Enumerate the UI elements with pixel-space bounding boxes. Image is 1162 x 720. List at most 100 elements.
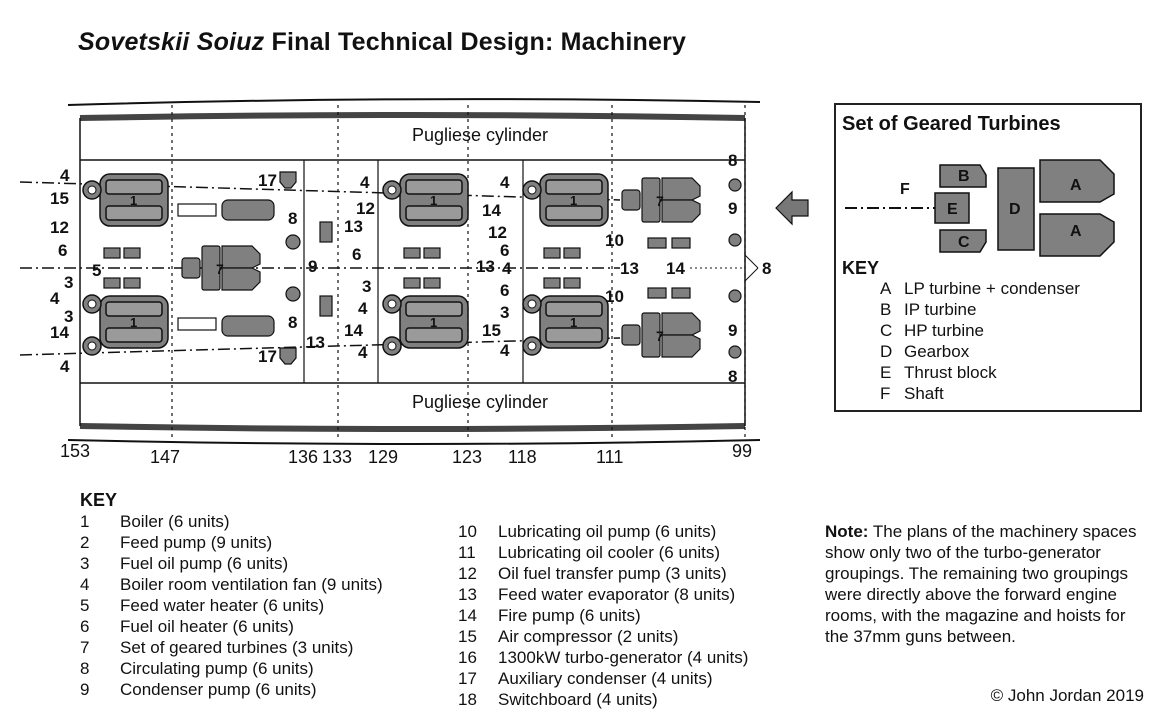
frame-numbers: 153 147 136 133 129 123 118 111 99 (60, 441, 752, 467)
svg-text:4: 4 (358, 299, 368, 318)
svg-text:123: 123 (452, 447, 482, 467)
svg-text:4: 4 (50, 289, 60, 308)
svg-text:136: 136 (288, 447, 318, 467)
inset-pointer-arrow (775, 190, 809, 226)
svg-text:129: 129 (368, 447, 398, 467)
svg-text:8: 8 (728, 367, 737, 386)
svg-text:133: 133 (322, 447, 352, 467)
svg-text:4: 4 (500, 341, 510, 360)
svg-text:12: 12 (50, 218, 69, 237)
auxiliary-equipment (103, 171, 742, 365)
svg-text:6: 6 (500, 241, 509, 260)
note: Note: The plans of the machinery spaces … (825, 521, 1150, 647)
svg-text:13: 13 (344, 217, 363, 236)
svg-text:14: 14 (666, 259, 685, 278)
svg-text:B: B (958, 168, 970, 185)
svg-text:3: 3 (500, 303, 509, 322)
diagram-title: Sovetskii Soiuz Final Technical Design: … (78, 28, 687, 56)
svg-text:10: 10 (605, 287, 624, 306)
svg-text:8: 8 (728, 151, 737, 170)
svg-text:8: 8 (762, 259, 771, 278)
inset-title: Set of Geared Turbines (842, 113, 1061, 135)
svg-text:9: 9 (308, 257, 317, 276)
svg-text:3: 3 (64, 307, 73, 326)
svg-text:13: 13 (306, 333, 325, 352)
key-heading: KEY (80, 490, 118, 510)
svg-text:17: 17 (258, 347, 277, 366)
svg-text:4: 4 (502, 259, 512, 278)
svg-text:4: 4 (500, 173, 510, 192)
svg-text:3: 3 (64, 273, 73, 292)
svg-text:13: 13 (476, 257, 495, 276)
svg-text:15: 15 (482, 321, 501, 340)
geared-turbine-sets: 7 7 7 (181, 177, 701, 358)
shaft-lines (19, 181, 621, 356)
svg-text:12: 12 (488, 223, 507, 242)
note-label: Note: (825, 522, 869, 541)
svg-text:118: 118 (508, 447, 537, 467)
svg-text:147: 147 (150, 447, 180, 467)
svg-text:14: 14 (482, 201, 501, 220)
svg-text:5: 5 (92, 261, 101, 280)
svg-text:99: 99 (732, 441, 752, 461)
svg-text:14: 14 (344, 321, 363, 340)
svg-text:12: 12 (356, 199, 375, 218)
svg-text:9: 9 (728, 199, 737, 218)
svg-text:7: 7 (216, 261, 224, 277)
svg-text:4: 4 (358, 343, 368, 362)
equipment-numbers: 4 15 12 6 5 3 4 3 14 4 17 8 9 8 17 13 13… (50, 151, 771, 386)
inset-key-heading: KEY (842, 258, 880, 278)
svg-text:6: 6 (352, 245, 361, 264)
cylinder-label-top: Pugliese cylinder (412, 125, 548, 145)
svg-text:14: 14 (50, 323, 69, 342)
svg-text:A: A (1070, 223, 1082, 240)
svg-text:A: A (1070, 177, 1082, 194)
svg-text:15: 15 (50, 189, 69, 208)
svg-text:4: 4 (60, 357, 70, 376)
svg-text:7: 7 (656, 328, 664, 344)
svg-text:3: 3 (362, 277, 371, 296)
svg-text:F: F (900, 181, 910, 198)
note-text: The plans of the machinery spaces show o… (825, 522, 1137, 646)
leader-lines (690, 254, 759, 282)
svg-text:6: 6 (500, 281, 509, 300)
hull-outline (67, 98, 761, 445)
copyright: © John Jordan 2019 (990, 686, 1144, 705)
svg-text:E: E (947, 201, 958, 218)
svg-text:111: 111 (596, 447, 623, 467)
cylinder-label-bottom: Pugliese cylinder (412, 392, 548, 412)
inset-turbine-drawing: B E D C A A F (845, 159, 1115, 257)
svg-text:C: C (958, 234, 970, 251)
svg-text:4: 4 (60, 166, 70, 185)
svg-text:8: 8 (288, 209, 297, 228)
svg-text:13: 13 (620, 259, 639, 278)
